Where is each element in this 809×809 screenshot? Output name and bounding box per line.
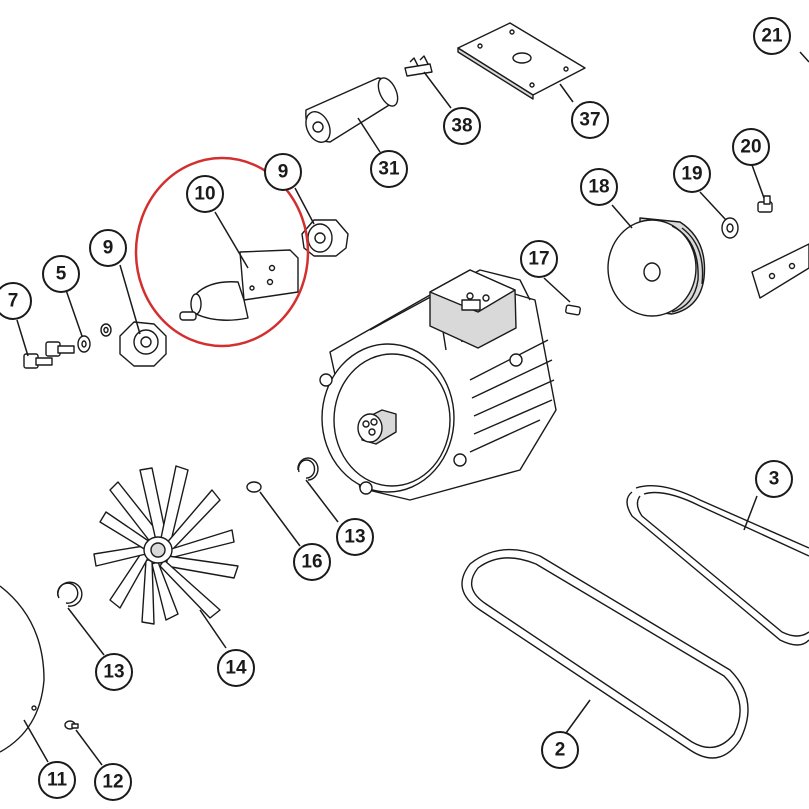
motor-body xyxy=(319,269,557,501)
callout-3: 3 xyxy=(755,460,793,498)
callout-5: 5 xyxy=(42,255,80,293)
callout-18: 18 xyxy=(580,168,618,206)
callout-21: 21 xyxy=(753,17,791,55)
part-38-clip xyxy=(404,55,433,77)
part-16-key xyxy=(246,481,262,493)
callout-2: 2 xyxy=(541,731,579,769)
callout-9-lower-label: 9 xyxy=(103,238,114,259)
part-13-circlip-upper xyxy=(297,457,319,481)
callout-9-upper-label: 9 xyxy=(278,162,289,183)
part-37-mounting-plate xyxy=(457,22,586,100)
part-19-washer xyxy=(721,217,739,239)
callout-10-label: 10 xyxy=(194,184,215,205)
part-10-bracket xyxy=(179,249,299,321)
callout-19: 19 xyxy=(673,155,711,193)
part-11-fan-cover xyxy=(0,585,45,753)
callout-20-label: 20 xyxy=(740,137,761,158)
leader-lines xyxy=(16,51,809,766)
callout-11: 11 xyxy=(38,761,76,799)
callout-21-label: 21 xyxy=(761,26,783,47)
callout-37: 37 xyxy=(571,101,609,139)
callout-31-label: 31 xyxy=(378,159,400,180)
part-5-washers xyxy=(77,323,112,353)
callout-13-upper: 13 xyxy=(336,518,374,556)
part-9-nut-lower xyxy=(119,321,167,367)
part-31-capacitor xyxy=(305,77,399,143)
callout-38: 38 xyxy=(443,107,481,145)
part-14-fan xyxy=(93,465,239,625)
part-17-key xyxy=(565,304,581,316)
callout-9-lower: 9 xyxy=(89,229,127,267)
callout-38-label: 38 xyxy=(451,116,472,137)
part-2-belt xyxy=(461,548,749,759)
callout-9-upper: 9 xyxy=(264,153,302,191)
callout-19-label: 19 xyxy=(681,164,702,185)
callout-16: 16 xyxy=(293,543,331,581)
callout-13-lower-label: 13 xyxy=(103,662,124,683)
part-13-circlip-lower xyxy=(57,581,83,607)
highlight-ring xyxy=(134,156,310,348)
callout-17-label: 17 xyxy=(528,249,549,270)
callout-2-label: 2 xyxy=(555,740,566,761)
callout-7: 7 xyxy=(0,282,32,320)
part-18-pulley xyxy=(607,217,706,317)
part-7-bolts xyxy=(23,341,75,369)
callout-7-label: 7 xyxy=(8,291,19,312)
callout-17: 17 xyxy=(520,240,558,278)
callout-14: 14 xyxy=(217,649,255,687)
callout-12: 12 xyxy=(94,763,132,801)
callout-18-label: 18 xyxy=(588,177,609,198)
part-bracket-right xyxy=(751,243,809,299)
callout-37-label: 37 xyxy=(579,110,600,131)
part-20-bolt xyxy=(757,195,773,213)
callout-11-label: 11 xyxy=(47,770,68,791)
part-12-screw xyxy=(64,720,79,730)
callout-13-lower: 13 xyxy=(95,653,133,691)
callout-31: 31 xyxy=(370,150,408,188)
callout-20: 20 xyxy=(732,128,770,166)
callout-14-label: 14 xyxy=(225,658,247,679)
callout-10: 10 xyxy=(186,175,224,213)
callout-3-label: 3 xyxy=(769,469,780,490)
callout-12-label: 12 xyxy=(102,772,123,793)
callout-5-label: 5 xyxy=(56,264,67,285)
part-3-belt xyxy=(626,485,809,646)
callout-16-label: 16 xyxy=(301,552,322,573)
callout-13-upper-label: 13 xyxy=(344,527,365,548)
